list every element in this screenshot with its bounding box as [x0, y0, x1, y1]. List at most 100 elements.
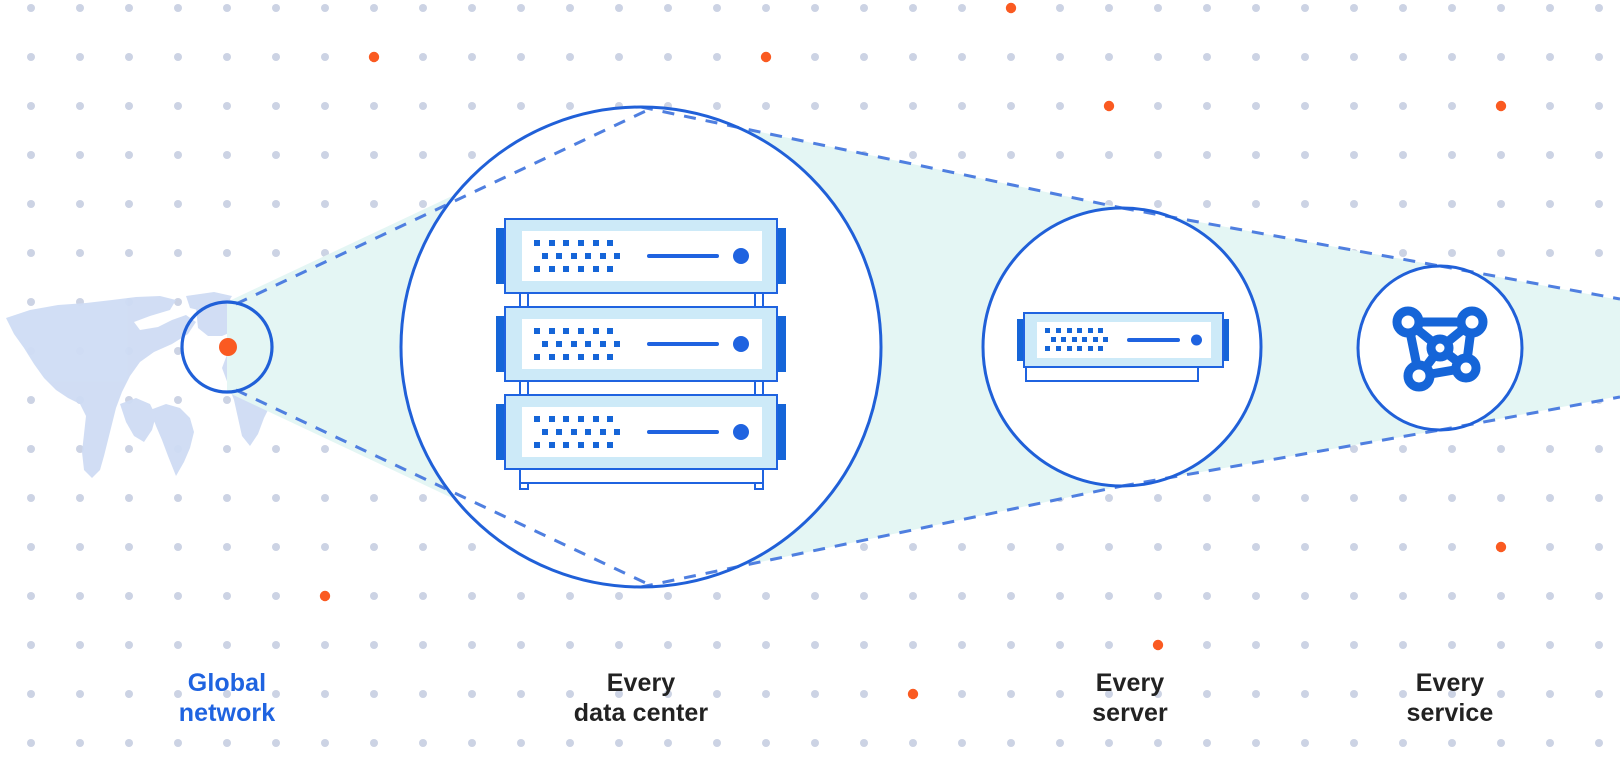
circle-server — [981, 206, 1263, 488]
grid-dot — [1595, 641, 1603, 649]
vent-dot — [607, 265, 614, 272]
grid-dot — [223, 739, 231, 747]
grid-dot — [1154, 4, 1162, 12]
grid-dot — [1007, 151, 1015, 159]
grid-dot — [76, 4, 84, 12]
vent-dot — [541, 252, 548, 259]
grid-dot — [1497, 4, 1505, 12]
grid-dot — [1595, 690, 1603, 698]
grid-dot — [1203, 739, 1211, 747]
grid-dot — [1399, 494, 1407, 502]
grid-dot — [713, 739, 721, 747]
grid-dot — [1497, 249, 1505, 257]
grid-dot-highlighted — [1495, 100, 1507, 112]
grid-dot — [174, 249, 182, 257]
grid-dot — [958, 53, 966, 61]
grid-dot — [762, 690, 770, 698]
server-status-line — [647, 342, 720, 346]
grid-dot — [1399, 53, 1407, 61]
grid-dot — [174, 53, 182, 61]
server-unit — [496, 306, 786, 382]
grid-dot — [27, 543, 35, 551]
grid-dot — [517, 739, 525, 747]
grid-dot — [1350, 445, 1358, 453]
grid-dot — [713, 592, 721, 600]
grid-dot — [1595, 592, 1603, 600]
grid-dot — [958, 4, 966, 12]
grid-dot — [1399, 592, 1407, 600]
grid-dot — [664, 739, 672, 747]
grid-dot — [1301, 494, 1309, 502]
circle-global-network — [180, 300, 274, 394]
grid-dot — [1595, 739, 1603, 747]
grid-dot — [1546, 102, 1554, 110]
server-frame — [503, 218, 779, 294]
vent-dot — [592, 327, 599, 334]
grid-dot — [517, 641, 525, 649]
vent-dot — [534, 265, 541, 272]
grid-dot — [468, 53, 476, 61]
grid-dot — [1497, 151, 1505, 159]
grid-dot — [1399, 739, 1407, 747]
vent-dot — [1055, 346, 1061, 352]
grid-dot — [1056, 543, 1064, 551]
grid-dot — [811, 641, 819, 649]
server-led-indicator — [733, 424, 750, 440]
grid-dot — [762, 739, 770, 747]
grid-dot — [1154, 151, 1162, 159]
grid-dot — [370, 4, 378, 12]
grid-dot — [223, 445, 231, 453]
grid-dot — [76, 543, 84, 551]
grid-dot — [1203, 4, 1211, 12]
grid-dot — [468, 641, 476, 649]
grid-dot — [468, 151, 476, 159]
grid-dot — [958, 102, 966, 110]
vent-dot — [534, 415, 541, 422]
grid-dot — [27, 53, 35, 61]
grid-dot — [76, 739, 84, 747]
grid-dot — [1448, 641, 1456, 649]
grid-dot — [664, 641, 672, 649]
grid-dot — [517, 592, 525, 600]
grid-dot — [1546, 200, 1554, 208]
stage-label-server: Every server — [1092, 669, 1168, 727]
grid-dot — [713, 641, 721, 649]
grid-dot — [1301, 4, 1309, 12]
grid-dot — [860, 4, 868, 12]
grid-dot — [1595, 151, 1603, 159]
grid-dot — [1154, 543, 1162, 551]
grid-dot — [174, 151, 182, 159]
grid-dot — [1252, 102, 1260, 110]
grid-dot — [1056, 690, 1064, 698]
grid-dot — [125, 690, 133, 698]
grid-dot — [174, 102, 182, 110]
vent-dot — [599, 340, 606, 347]
grid-dot — [1301, 690, 1309, 698]
grid-dot-highlighted — [1495, 541, 1507, 553]
grid-dot — [811, 739, 819, 747]
grid-dot — [321, 543, 329, 551]
grid-dot — [1350, 543, 1358, 551]
grid-dot — [1301, 151, 1309, 159]
server-frame — [503, 394, 779, 470]
grid-dot — [1399, 445, 1407, 453]
grid-dot — [1203, 592, 1211, 600]
grid-dot — [1595, 494, 1603, 502]
grid-dot — [1203, 641, 1211, 649]
grid-dot — [860, 102, 868, 110]
grid-dot — [27, 396, 35, 404]
grid-dot — [1301, 739, 1309, 747]
grid-dot-highlighted — [760, 51, 772, 63]
grid-dot — [1448, 445, 1456, 453]
vent-dot — [585, 340, 592, 347]
grid-dot — [1448, 200, 1456, 208]
grid-dot — [370, 739, 378, 747]
vent-dot — [577, 415, 584, 422]
grid-dot — [1350, 641, 1358, 649]
grid-dot — [223, 4, 231, 12]
vent-dot — [585, 428, 592, 435]
grid-dot — [1154, 53, 1162, 61]
grid-dot — [272, 494, 280, 502]
grid-dot — [1301, 200, 1309, 208]
grid-dot — [1252, 690, 1260, 698]
